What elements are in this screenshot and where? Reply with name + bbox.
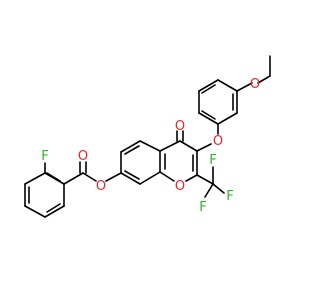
bond <box>198 79 219 92</box>
bond <box>196 174 214 185</box>
atom-o-ether-aryl: O <box>213 134 223 149</box>
bond <box>24 172 46 185</box>
bond <box>179 140 198 152</box>
bond <box>105 172 122 182</box>
bond <box>236 82 253 92</box>
bond-double <box>124 145 140 155</box>
bond <box>204 183 214 198</box>
bond <box>82 172 97 182</box>
bond-double <box>201 110 216 120</box>
structure-svg: O O O O O O F F F F <box>24 55 271 218</box>
bond <box>139 171 161 185</box>
bond-double <box>46 172 61 182</box>
bond <box>63 172 84 185</box>
atom-f-cf3-right: F <box>226 189 233 204</box>
bond <box>185 174 198 182</box>
atom-f-aryl: F <box>41 149 48 164</box>
bond <box>159 140 181 152</box>
bond <box>257 75 271 84</box>
atom-o-ester-link: O <box>96 179 106 194</box>
atom-o-carbonyl: O <box>175 119 185 134</box>
molecule-drawing: O O O O O O F F F F <box>24 55 271 218</box>
bond <box>120 140 141 153</box>
bond <box>217 112 238 125</box>
bond-double <box>124 170 140 180</box>
bond <box>212 183 225 194</box>
atom-f-cf3-left: F <box>199 200 206 215</box>
bond-double <box>46 203 61 213</box>
atom-o-ring: O <box>175 179 185 194</box>
atom-o-ethoxy: O <box>250 77 260 92</box>
bond <box>139 140 161 152</box>
bond <box>159 171 175 182</box>
bond <box>198 112 219 125</box>
atom-o-ester-carbonyl: O <box>78 149 88 164</box>
bonds <box>24 55 271 218</box>
bond-double <box>201 84 216 94</box>
bond <box>44 205 65 218</box>
bond <box>120 172 141 185</box>
atom-labels: O O O O O O F F F F <box>41 77 260 215</box>
bond <box>217 79 238 92</box>
bond <box>24 205 46 218</box>
atom-f-cf3-top: F <box>209 153 216 168</box>
bond <box>196 143 212 152</box>
